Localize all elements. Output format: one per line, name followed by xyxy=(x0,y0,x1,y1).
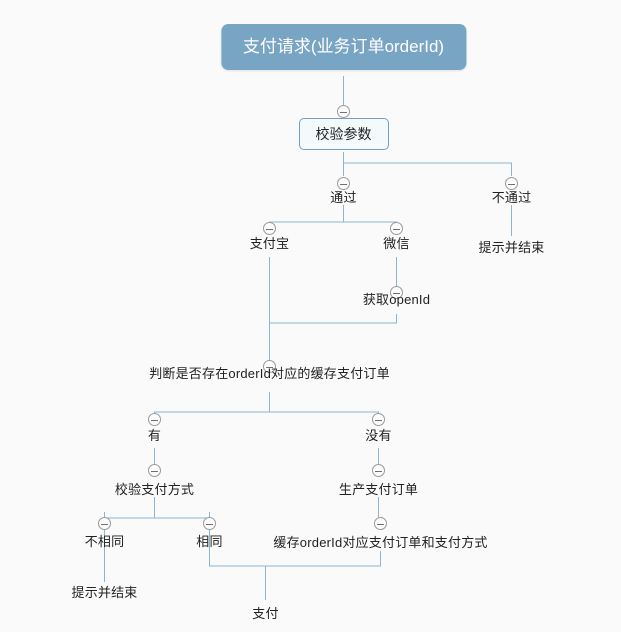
minus-circle-icon-fail[interactable] xyxy=(504,177,518,190)
node-label: 微信 xyxy=(383,236,410,251)
node-label: 相同 xyxy=(196,534,223,549)
edge-openid-merge xyxy=(269,314,398,324)
minus-circle-icon-alipay[interactable] xyxy=(262,222,276,235)
minus-circle-icon-not-same[interactable] xyxy=(97,517,111,530)
node-validate-params[interactable]: 校验参数 xyxy=(298,118,389,150)
edge-verify-to-notsame xyxy=(103,497,156,519)
minus-circle-icon-cache-order[interactable] xyxy=(373,517,387,530)
minus-circle-icon-openid[interactable] xyxy=(389,286,403,299)
node-label: 支付请求(业务订单orderId) xyxy=(242,37,445,56)
node-create-pay-order[interactable]: 生产支付订单 xyxy=(339,482,418,498)
node-label: 提示并结束 xyxy=(478,240,545,255)
minus-circle-icon-check-cache[interactable] xyxy=(262,360,276,373)
edge-pass-to-wechat xyxy=(343,221,398,233)
minus-circle-icon-create-order[interactable] xyxy=(371,464,385,477)
node-label: 支付宝 xyxy=(249,236,290,251)
minus-circle-icon-validate[interactable] xyxy=(336,105,350,118)
node-fail-end[interactable]: 提示并结束 xyxy=(478,240,544,256)
edge-check-to-nocache xyxy=(269,411,380,424)
minus-circle-icon-has-cache[interactable] xyxy=(147,413,161,426)
node-label: 通过 xyxy=(330,190,357,205)
node-cache-order[interactable]: 缓存orderId对应支付订单和支付方式 xyxy=(273,535,487,551)
edge-verify-split xyxy=(103,512,211,519)
node-wechat[interactable]: 微信 xyxy=(383,236,409,252)
node-not-same-end[interactable]: 提示并结束 xyxy=(71,585,137,601)
node-label: 校验参数 xyxy=(315,126,372,142)
minus-circle-icon-verify-method[interactable] xyxy=(147,464,161,477)
node-label: 有 xyxy=(147,428,162,443)
node-label: 生产支付订单 xyxy=(338,482,419,497)
edge-final-merge xyxy=(208,530,382,567)
minus-circle-icon-no-cache[interactable] xyxy=(371,413,385,426)
minus-circle-icon-pass[interactable] xyxy=(336,177,350,190)
node-verify-pay-method[interactable]: 校验支付方式 xyxy=(115,482,194,498)
minus-circle-icon-same[interactable] xyxy=(202,517,216,530)
node-label: 校验支付方式 xyxy=(114,482,195,497)
edge-validate-to-fail xyxy=(342,152,513,176)
node-label: 支付 xyxy=(252,606,279,621)
edge-pass-to-alipay xyxy=(268,205,345,233)
node-fail[interactable]: 不通过 xyxy=(492,190,532,206)
node-label: 没有 xyxy=(365,428,392,443)
edge-check-to-has xyxy=(153,392,271,424)
node-pay[interactable]: 支付 xyxy=(252,606,278,622)
node-same[interactable]: 相同 xyxy=(196,534,222,550)
node-not-same[interactable]: 不相同 xyxy=(85,534,125,550)
node-check-cache[interactable]: 判断是否存在orderId对应的缓存支付订单 xyxy=(149,366,390,382)
node-label: 获取openId xyxy=(362,292,431,307)
node-label: 不相同 xyxy=(84,534,125,549)
node-pass[interactable]: 通过 xyxy=(330,190,356,206)
node-label: 不通过 xyxy=(491,190,532,205)
node-has-cache[interactable]: 有 xyxy=(148,428,161,444)
node-label: 提示并结束 xyxy=(71,585,138,600)
node-label: 缓存orderId对应支付订单和支付方式 xyxy=(273,535,488,550)
node-no-cache[interactable]: 没有 xyxy=(365,428,391,444)
node-label: 判断是否存在orderId对应的缓存支付订单 xyxy=(149,366,390,381)
minus-circle-icon-wechat[interactable] xyxy=(389,222,403,235)
node-alipay[interactable]: 支付宝 xyxy=(250,236,290,252)
node-payment-request[interactable]: 支付请求(业务订单orderId) xyxy=(220,24,467,70)
node-get-openid[interactable]: 获取openId xyxy=(363,292,430,308)
